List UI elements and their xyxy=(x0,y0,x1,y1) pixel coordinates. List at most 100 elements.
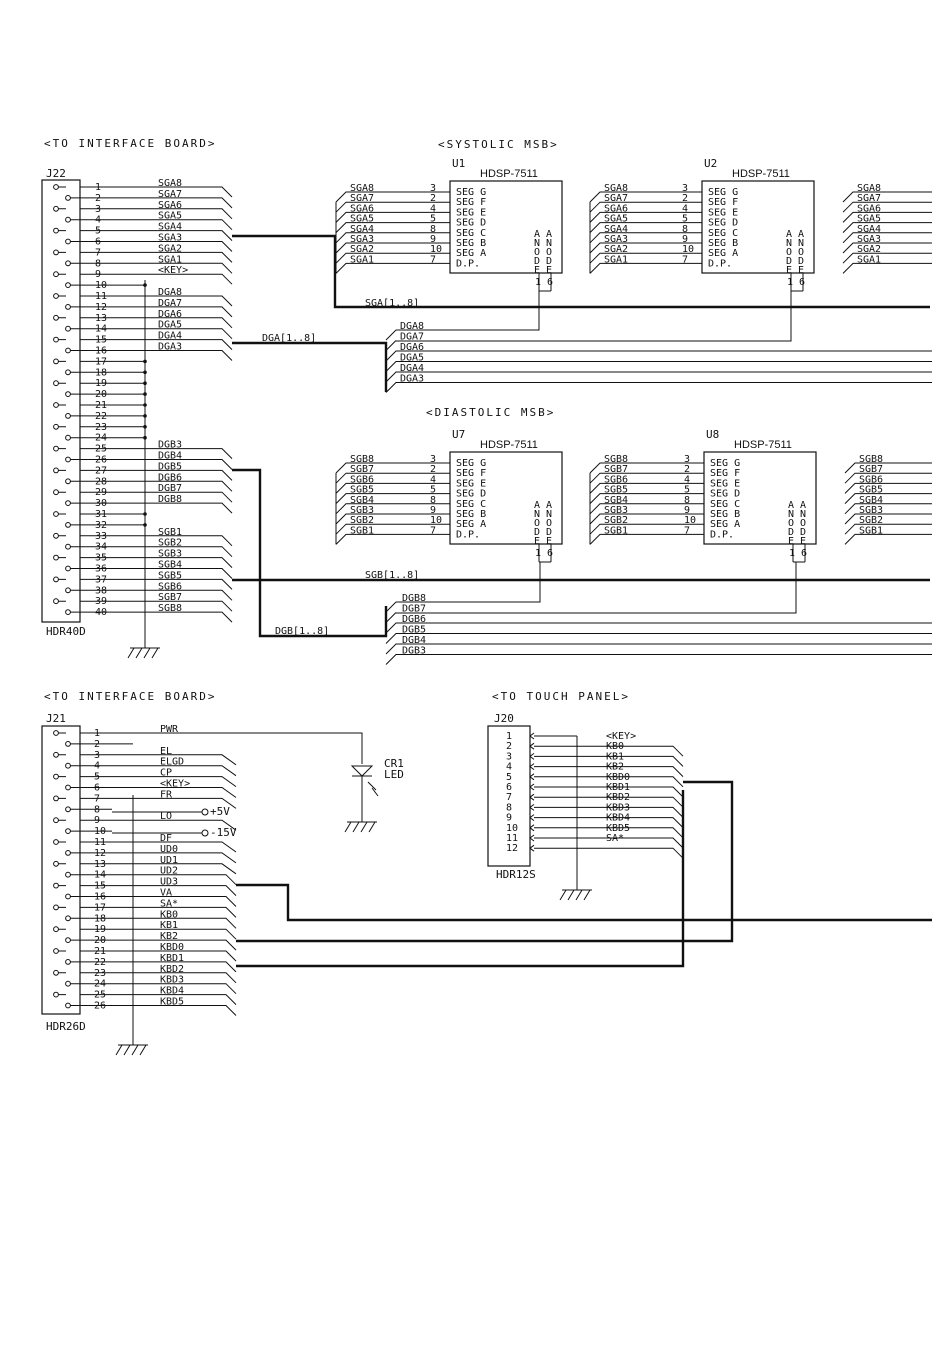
anode-letter: D xyxy=(800,527,806,538)
j21-pin-18-number: 18 xyxy=(94,913,106,924)
segment-net: SGB3 xyxy=(350,505,374,516)
j20-pin-1-contact-icon xyxy=(529,732,535,740)
anode-pins: 1 6 xyxy=(535,548,553,559)
j20-pin-4-number: 4 xyxy=(506,762,512,773)
j20-pin-7-contact-icon xyxy=(529,793,535,801)
segment-net: SGA5 xyxy=(350,214,374,225)
j21-net-20-wire xyxy=(112,939,237,951)
j20-pin-6-contact-icon xyxy=(529,783,535,791)
j22-pin-33-number: 33 xyxy=(95,531,107,542)
j20-net-3-label: KB1 xyxy=(606,751,624,762)
anode-letter: D xyxy=(534,256,540,267)
segment-net: SGA4 xyxy=(350,224,374,235)
sga-right-label: SGA8 xyxy=(857,183,881,194)
segment-pin: 2 xyxy=(684,464,690,475)
j20-net-7-wire xyxy=(534,796,684,808)
segment-wire xyxy=(335,503,450,515)
j20-net-5-wire xyxy=(534,776,684,788)
j22-net-5-wire xyxy=(112,230,233,241)
dgb-line xyxy=(385,643,932,655)
sga-right-label: SGA4 xyxy=(857,224,881,235)
dga-line-label: DGA8 xyxy=(400,321,424,332)
segment-label: SEG B xyxy=(710,509,740,520)
segment-label: SEG G xyxy=(708,187,738,198)
sgb-right-label: SGB6 xyxy=(859,474,883,485)
display-ref: U8 xyxy=(706,428,719,441)
j21-net-14-label: UD2 xyxy=(160,866,178,877)
sga-right-wire xyxy=(842,191,932,203)
segment-label: SEG A xyxy=(456,248,486,259)
j21-pin-15-number: 15 xyxy=(94,881,106,892)
j21-net-1-label: PWR xyxy=(160,724,179,735)
j21-net-21-wire xyxy=(112,950,237,962)
segment-net: SGA3 xyxy=(604,234,628,245)
j21-net-24-label: KBD3 xyxy=(160,975,184,986)
anode-letter: E xyxy=(546,536,552,547)
j22-pin-12-number: 12 xyxy=(95,302,107,313)
segment-pin: 5 xyxy=(430,214,436,225)
segment-pin: 7 xyxy=(430,525,436,536)
segment-wire xyxy=(589,513,704,525)
display-body xyxy=(703,451,817,545)
j20-net-6-wire xyxy=(534,786,684,798)
segment-net: SGB4 xyxy=(350,495,374,506)
segment-wire xyxy=(335,242,450,254)
j22-connector-body xyxy=(41,179,81,623)
segment-label: SEG G xyxy=(456,458,486,469)
segment-label: SEG E xyxy=(708,207,738,218)
j21-pin-7-number: 7 xyxy=(94,793,100,804)
j21-net-12-label: UD0 xyxy=(160,844,178,855)
dga-line xyxy=(385,361,932,372)
j21-net-11-wire xyxy=(112,841,237,853)
segment-pin: 5 xyxy=(684,485,690,496)
j22-pin-25-number: 25 xyxy=(95,444,107,455)
segment-pin: 9 xyxy=(430,505,436,516)
anode-letter: N xyxy=(534,509,540,520)
sga-right-wire xyxy=(842,252,932,264)
led-ref: CR1 xyxy=(384,757,404,770)
j20-net-11-wire xyxy=(534,837,684,849)
anode-letter: A xyxy=(534,229,540,240)
anode-letter: N xyxy=(800,509,806,520)
sga-right-wire xyxy=(842,232,932,244)
j22-net-3-wire xyxy=(112,208,233,220)
j22-pin-8-number: 8 xyxy=(95,258,101,269)
j21-section-title: <TO INTERFACE BOARD> xyxy=(44,690,216,703)
j22-pin-17-number: 17 xyxy=(95,356,107,367)
segment-net: SGB2 xyxy=(604,515,628,526)
segment-pin: 5 xyxy=(682,214,688,225)
j21-net-17-label: SA* xyxy=(160,898,178,909)
j21-net-6-wire xyxy=(112,787,237,798)
segment-net: SGA2 xyxy=(604,244,628,255)
j21-net-26-wire xyxy=(112,1005,237,1016)
segment-wire xyxy=(335,201,450,213)
segment-label: SEG C xyxy=(710,499,740,510)
segment-wire xyxy=(589,493,704,504)
sga-right-label: SGA3 xyxy=(857,234,881,245)
segment-label: SEG D xyxy=(710,489,740,500)
segment-wire xyxy=(335,462,450,474)
segment-wire xyxy=(589,523,704,535)
j22-net-37-wire xyxy=(112,578,233,590)
anode-letter: E xyxy=(546,265,552,276)
j20-net-8-wire xyxy=(534,806,684,818)
anode-letter: E xyxy=(534,536,540,547)
touch-section-title: <TO TOUCH PANEL> xyxy=(492,690,630,703)
sga-right-wire xyxy=(842,242,932,254)
j21-net-17-wire xyxy=(112,906,237,918)
sga-right-wire xyxy=(842,262,932,274)
j22-net-26-wire xyxy=(112,459,233,470)
sgb-right-label: SGB8 xyxy=(859,454,883,465)
j21-ground-symbol xyxy=(115,1044,148,1056)
dga-bus xyxy=(232,341,388,392)
segment-pin: 8 xyxy=(682,224,688,235)
systolic-section-title: <SYSTOLIC MSB> xyxy=(438,138,559,151)
j21-net-25-wire xyxy=(112,994,237,1005)
j21-net-13-wire xyxy=(112,863,237,875)
segment-net: SGA6 xyxy=(350,203,374,214)
u8-anode-drop xyxy=(396,562,797,614)
